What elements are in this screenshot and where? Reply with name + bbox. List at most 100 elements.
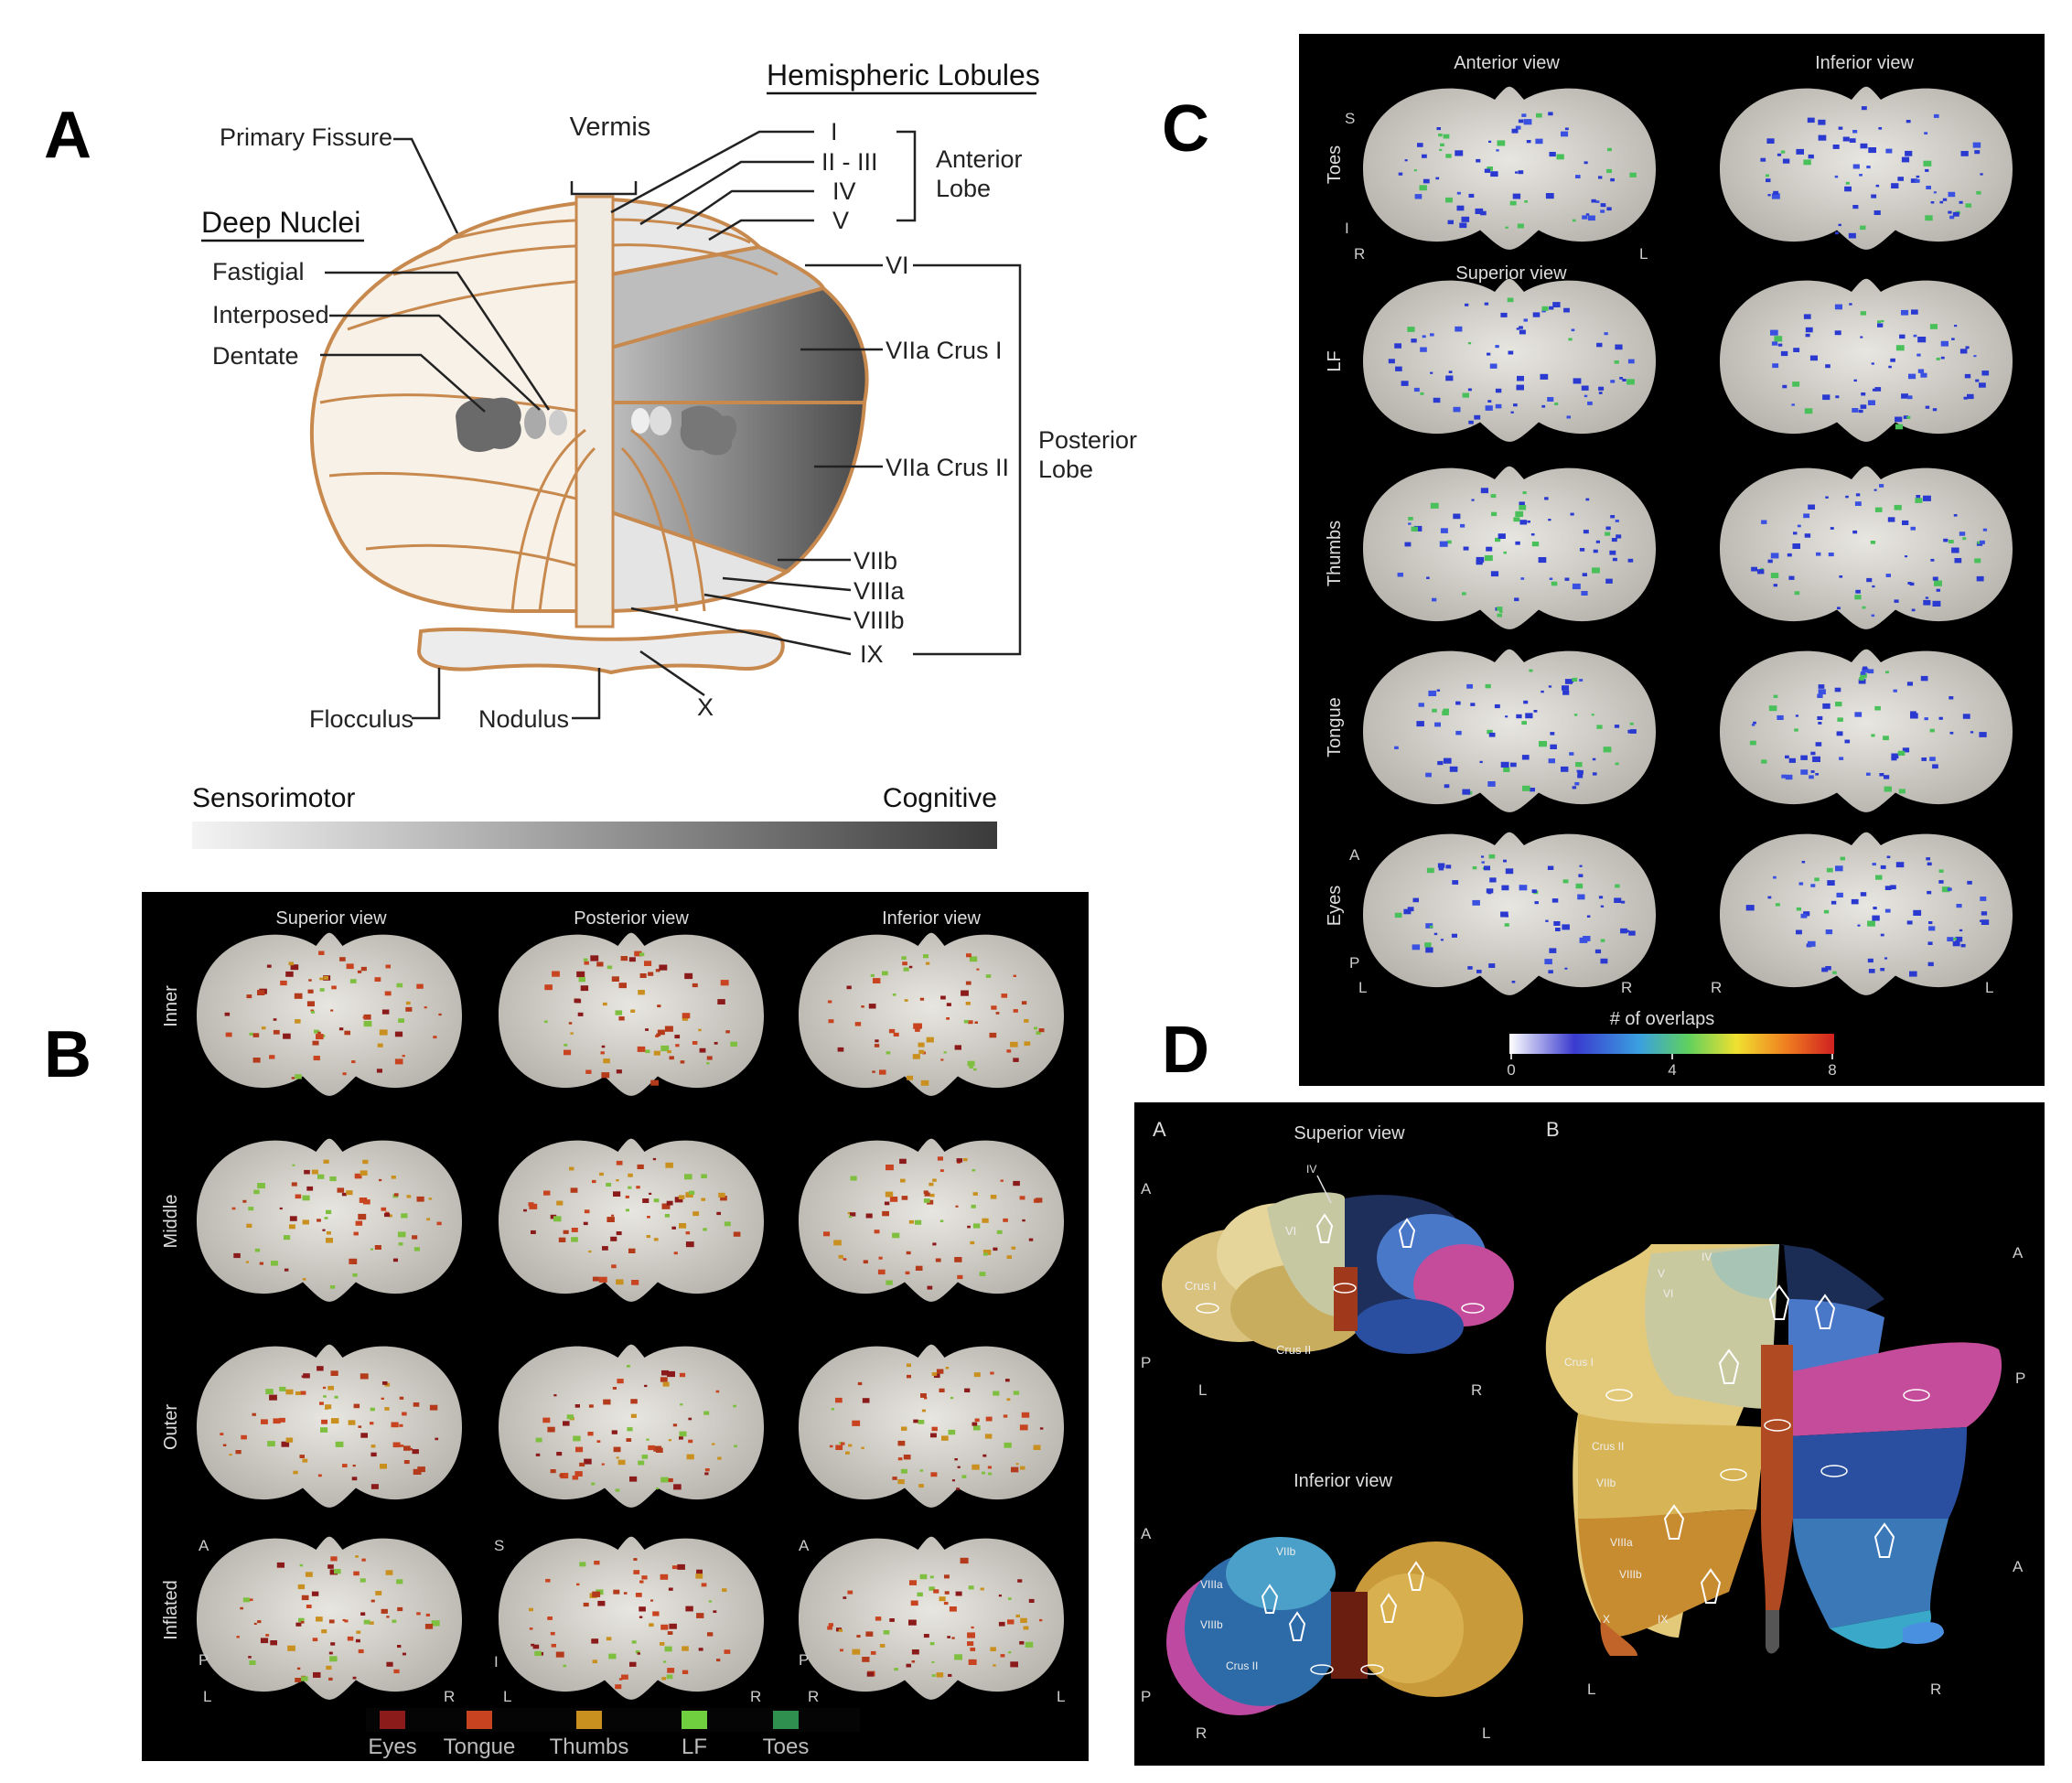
- deep-nuclei: [456, 397, 737, 456]
- c-colorbar-tick-8: 8: [1828, 1061, 1836, 1079]
- b-orient-l2: L: [503, 1688, 511, 1705]
- c-brain-r1-c2: [1720, 86, 2013, 250]
- crus-i-label: VIIa Crus I: [886, 337, 1003, 364]
- d-inf-viib: VIIb: [1276, 1545, 1296, 1558]
- d-orient-b-p: P: [2015, 1369, 2025, 1387]
- b-orient-s2: S: [494, 1537, 504, 1554]
- b-brain-r2-c3: [799, 1138, 1064, 1302]
- flocculus-label: Flocculus: [309, 705, 413, 733]
- nodulus-label: Nodulus: [478, 705, 569, 733]
- d-orient-p-bot: P: [1141, 1688, 1151, 1705]
- dentate-left: [456, 397, 521, 453]
- svg-text:Crus I: Crus I: [1185, 1279, 1217, 1293]
- lobule-vi-label: VI: [886, 252, 909, 279]
- lobule-ix-label: IX: [860, 640, 884, 668]
- b-brain-r3-c2: [499, 1344, 764, 1508]
- panel-b-letter: B: [44, 1018, 91, 1091]
- d-orient-b-a2: A: [2013, 1558, 2024, 1575]
- posterior-lobe-label-1: Posterior: [1038, 426, 1137, 454]
- c-orient-l5: L: [1358, 979, 1367, 996]
- c-row-eyes: Eyes: [1325, 886, 1345, 926]
- legend-swatch-eyes: [380, 1711, 405, 1729]
- c-brain-r2-c2: [1720, 278, 2013, 442]
- panel-a-letter: A: [44, 99, 91, 172]
- c-row-toes: Toes: [1325, 145, 1345, 184]
- c-brain-r3-c1: [1363, 466, 1656, 629]
- c-orient-r6: R: [1711, 979, 1722, 996]
- d-superior-view: Superior view: [1294, 1123, 1405, 1144]
- legend-label-thumbs: Thumbs: [550, 1735, 629, 1759]
- d-inf-viiia: VIIIa: [1200, 1578, 1223, 1591]
- d-flat-v: V: [1658, 1267, 1665, 1280]
- panel-d: D A B Superior view Inferior view VI Cru…: [1134, 1014, 2045, 1766]
- sensorimotor-cognitive-gradient: [192, 822, 997, 849]
- d-sub-b: B: [1546, 1118, 1560, 1141]
- dentate-label: Dentate: [212, 342, 299, 370]
- c-colorbar-title: # of overlaps: [1610, 1009, 1715, 1029]
- cognitive-label: Cognitive: [883, 783, 997, 813]
- d-inferior-brain: VIIb VIIIa VIIIb Crus II: [1166, 1537, 1523, 1715]
- fastigial-left: [549, 410, 567, 435]
- c-row-tongue: Tongue: [1325, 697, 1345, 757]
- primary-fissure-label: Primary Fissure: [220, 124, 392, 151]
- c-colorbar: [1509, 1034, 1834, 1054]
- b-row-inflated: Inflated: [161, 1580, 181, 1640]
- fastigial-label: Fastigial: [212, 258, 305, 285]
- b-brain-r2-c1: [197, 1138, 462, 1302]
- b-orient-r3: R: [808, 1688, 819, 1705]
- c-orient-s: S: [1345, 110, 1355, 127]
- d-inf-crus-ii: Crus II: [1226, 1659, 1258, 1672]
- c-row-thumbs: Thumbs: [1325, 521, 1345, 586]
- b-orient-p1: P: [199, 1651, 209, 1669]
- c-orient-i: I: [1345, 220, 1349, 237]
- panel-a-leaders: [320, 130, 1022, 720]
- b-orient-p3: P: [799, 1651, 809, 1669]
- c-brain-r5-c1: [1363, 832, 1656, 995]
- b-row-middle: Middle: [161, 1195, 181, 1249]
- lobule-viiib-label: VIIIb: [853, 607, 905, 634]
- anterior-lobe-label-1: Anterior: [936, 145, 1023, 173]
- panel-b: B Superior view Posterior view Inferior …: [44, 892, 1089, 1761]
- b-orient-i2: I: [494, 1653, 499, 1670]
- legend-label-lf: LF: [682, 1735, 707, 1759]
- lobule-v-label: V: [832, 207, 849, 234]
- posterior-lobe-label-2: Lobe: [1038, 456, 1093, 483]
- cerebellum-diagram: [309, 195, 869, 675]
- cerebellum-left-half: [309, 197, 614, 613]
- b-brain-r3-c3: [799, 1344, 1064, 1508]
- c-colorbar-tick-0: 0: [1507, 1061, 1515, 1079]
- c-orient-l6: L: [1985, 979, 1993, 996]
- legend-label-eyes: Eyes: [368, 1735, 416, 1759]
- d-inferior-view: Inferior view: [1294, 1471, 1392, 1491]
- c-brain-r5-c2: [1720, 832, 2013, 995]
- d-flat-ix: IX: [1658, 1613, 1668, 1626]
- b-row-outer: Outer: [161, 1404, 181, 1450]
- panel-c: C Anterior view Inferior view Superior v…: [1162, 34, 2045, 1086]
- c-row-lf: LF: [1325, 350, 1345, 371]
- anterior-lobe-label-2: Lobe: [936, 175, 991, 202]
- c-inferior-view: Inferior view: [1815, 53, 1914, 73]
- d-label-iv: IV: [1306, 1163, 1316, 1176]
- interposed-left: [524, 406, 546, 439]
- hemispheric-lobules-title: Hemispheric Lobules: [767, 59, 1040, 91]
- crus-ii-label: VIIa Crus II: [886, 454, 1009, 481]
- c-superior-view: Superior view: [1455, 263, 1567, 284]
- b-brain-r2-c2: [499, 1138, 764, 1302]
- d-orient-r-top: R: [1471, 1381, 1482, 1399]
- lobule-i-label: I: [831, 118, 838, 145]
- b-orient-l3: L: [1057, 1688, 1065, 1705]
- b-brain-r1-c1: [197, 932, 462, 1096]
- d-flat-iv: IV: [1702, 1251, 1712, 1263]
- d-flat-viiia: VIIIa: [1610, 1536, 1633, 1549]
- d-orient-b-r: R: [1930, 1681, 1941, 1698]
- deep-nuclei-title: Deep Nuclei: [201, 206, 360, 239]
- d-orient-b-l: L: [1587, 1681, 1595, 1698]
- b-posterior-view: Posterior view: [574, 908, 689, 929]
- c-colorbar-tick-4: 4: [1668, 1061, 1676, 1079]
- b-brain-r4-c2: [499, 1536, 764, 1700]
- lobule-viiia-label: VIIIa: [853, 577, 906, 605]
- panel-a: A: [44, 59, 1137, 849]
- c-brain-r1-c1: [1363, 86, 1656, 250]
- d-orient-a-bot: A: [1141, 1525, 1152, 1542]
